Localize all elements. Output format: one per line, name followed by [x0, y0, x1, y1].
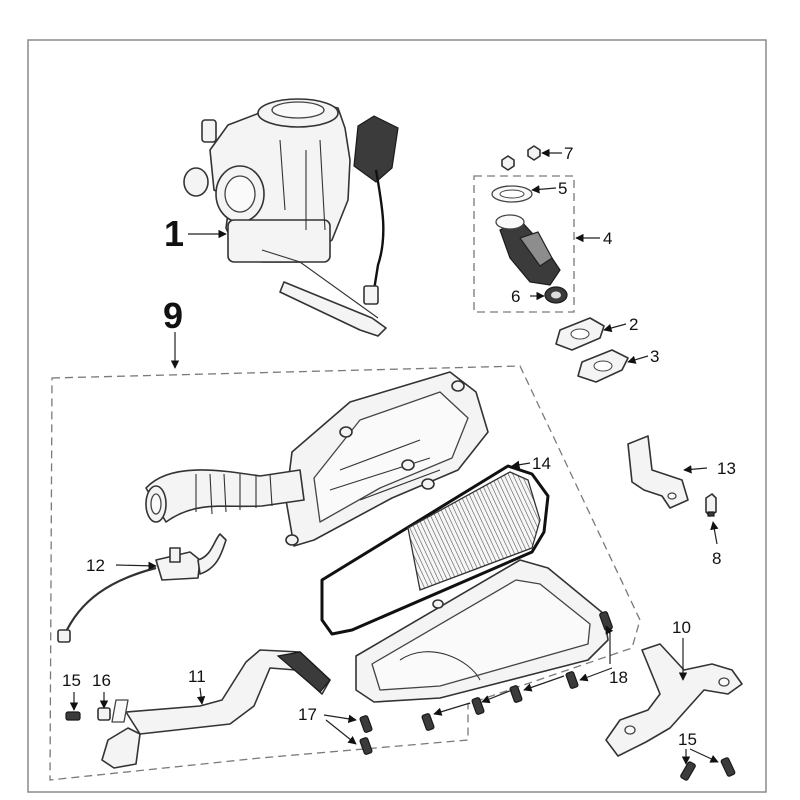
callout-8: 8: [712, 549, 721, 568]
air-cleaner-housing-part: [285, 371, 489, 547]
drain-tube-part: [101, 649, 331, 769]
callout-13: 13: [717, 459, 736, 478]
screws-part-15: [65, 711, 736, 781]
callout-3: 3: [650, 347, 659, 366]
nut-part-7: [501, 145, 541, 171]
leader-lines: [69, 148, 719, 765]
seal-part-6: [544, 286, 568, 304]
callout-4: 4: [603, 229, 612, 248]
callout-2: 2: [629, 315, 638, 334]
clip-part-16: [97, 707, 111, 721]
intake-manifold-part: [495, 214, 561, 286]
gasket-part-3: [577, 349, 629, 383]
callout-9: 9: [163, 295, 183, 336]
bracket-part-10: [605, 643, 743, 757]
callout-15-left: 15: [62, 671, 81, 690]
intake-duct-part: [145, 469, 305, 523]
breather-hose-part: [57, 533, 227, 643]
diagram-frame: [27, 39, 767, 793]
callout-10: 10: [672, 618, 691, 637]
callout-1: 1: [164, 213, 184, 254]
intake-assembly-box: [473, 175, 575, 313]
callout-6: 6: [511, 287, 520, 306]
callout-16: 16: [92, 671, 111, 690]
filter-element-part: [320, 464, 550, 636]
callout-17: 17: [298, 705, 317, 724]
screws-part-17: [359, 715, 373, 755]
o-ring-part-5: [491, 185, 533, 203]
gasket-part-2: [555, 317, 605, 351]
bolt-part-8: [705, 493, 717, 517]
carburetor-part: [183, 98, 399, 337]
air-cleaner-cover-part: [355, 559, 609, 703]
callout-14: 14: [532, 454, 551, 473]
callout-5: 5: [558, 179, 567, 198]
callout-15-right: 15: [678, 730, 697, 749]
bracket-part-13: [627, 435, 689, 509]
callout-18: 18: [609, 668, 628, 687]
callout-11: 11: [188, 667, 206, 686]
callout-12: 12: [86, 556, 105, 575]
callout-7: 7: [564, 144, 573, 163]
